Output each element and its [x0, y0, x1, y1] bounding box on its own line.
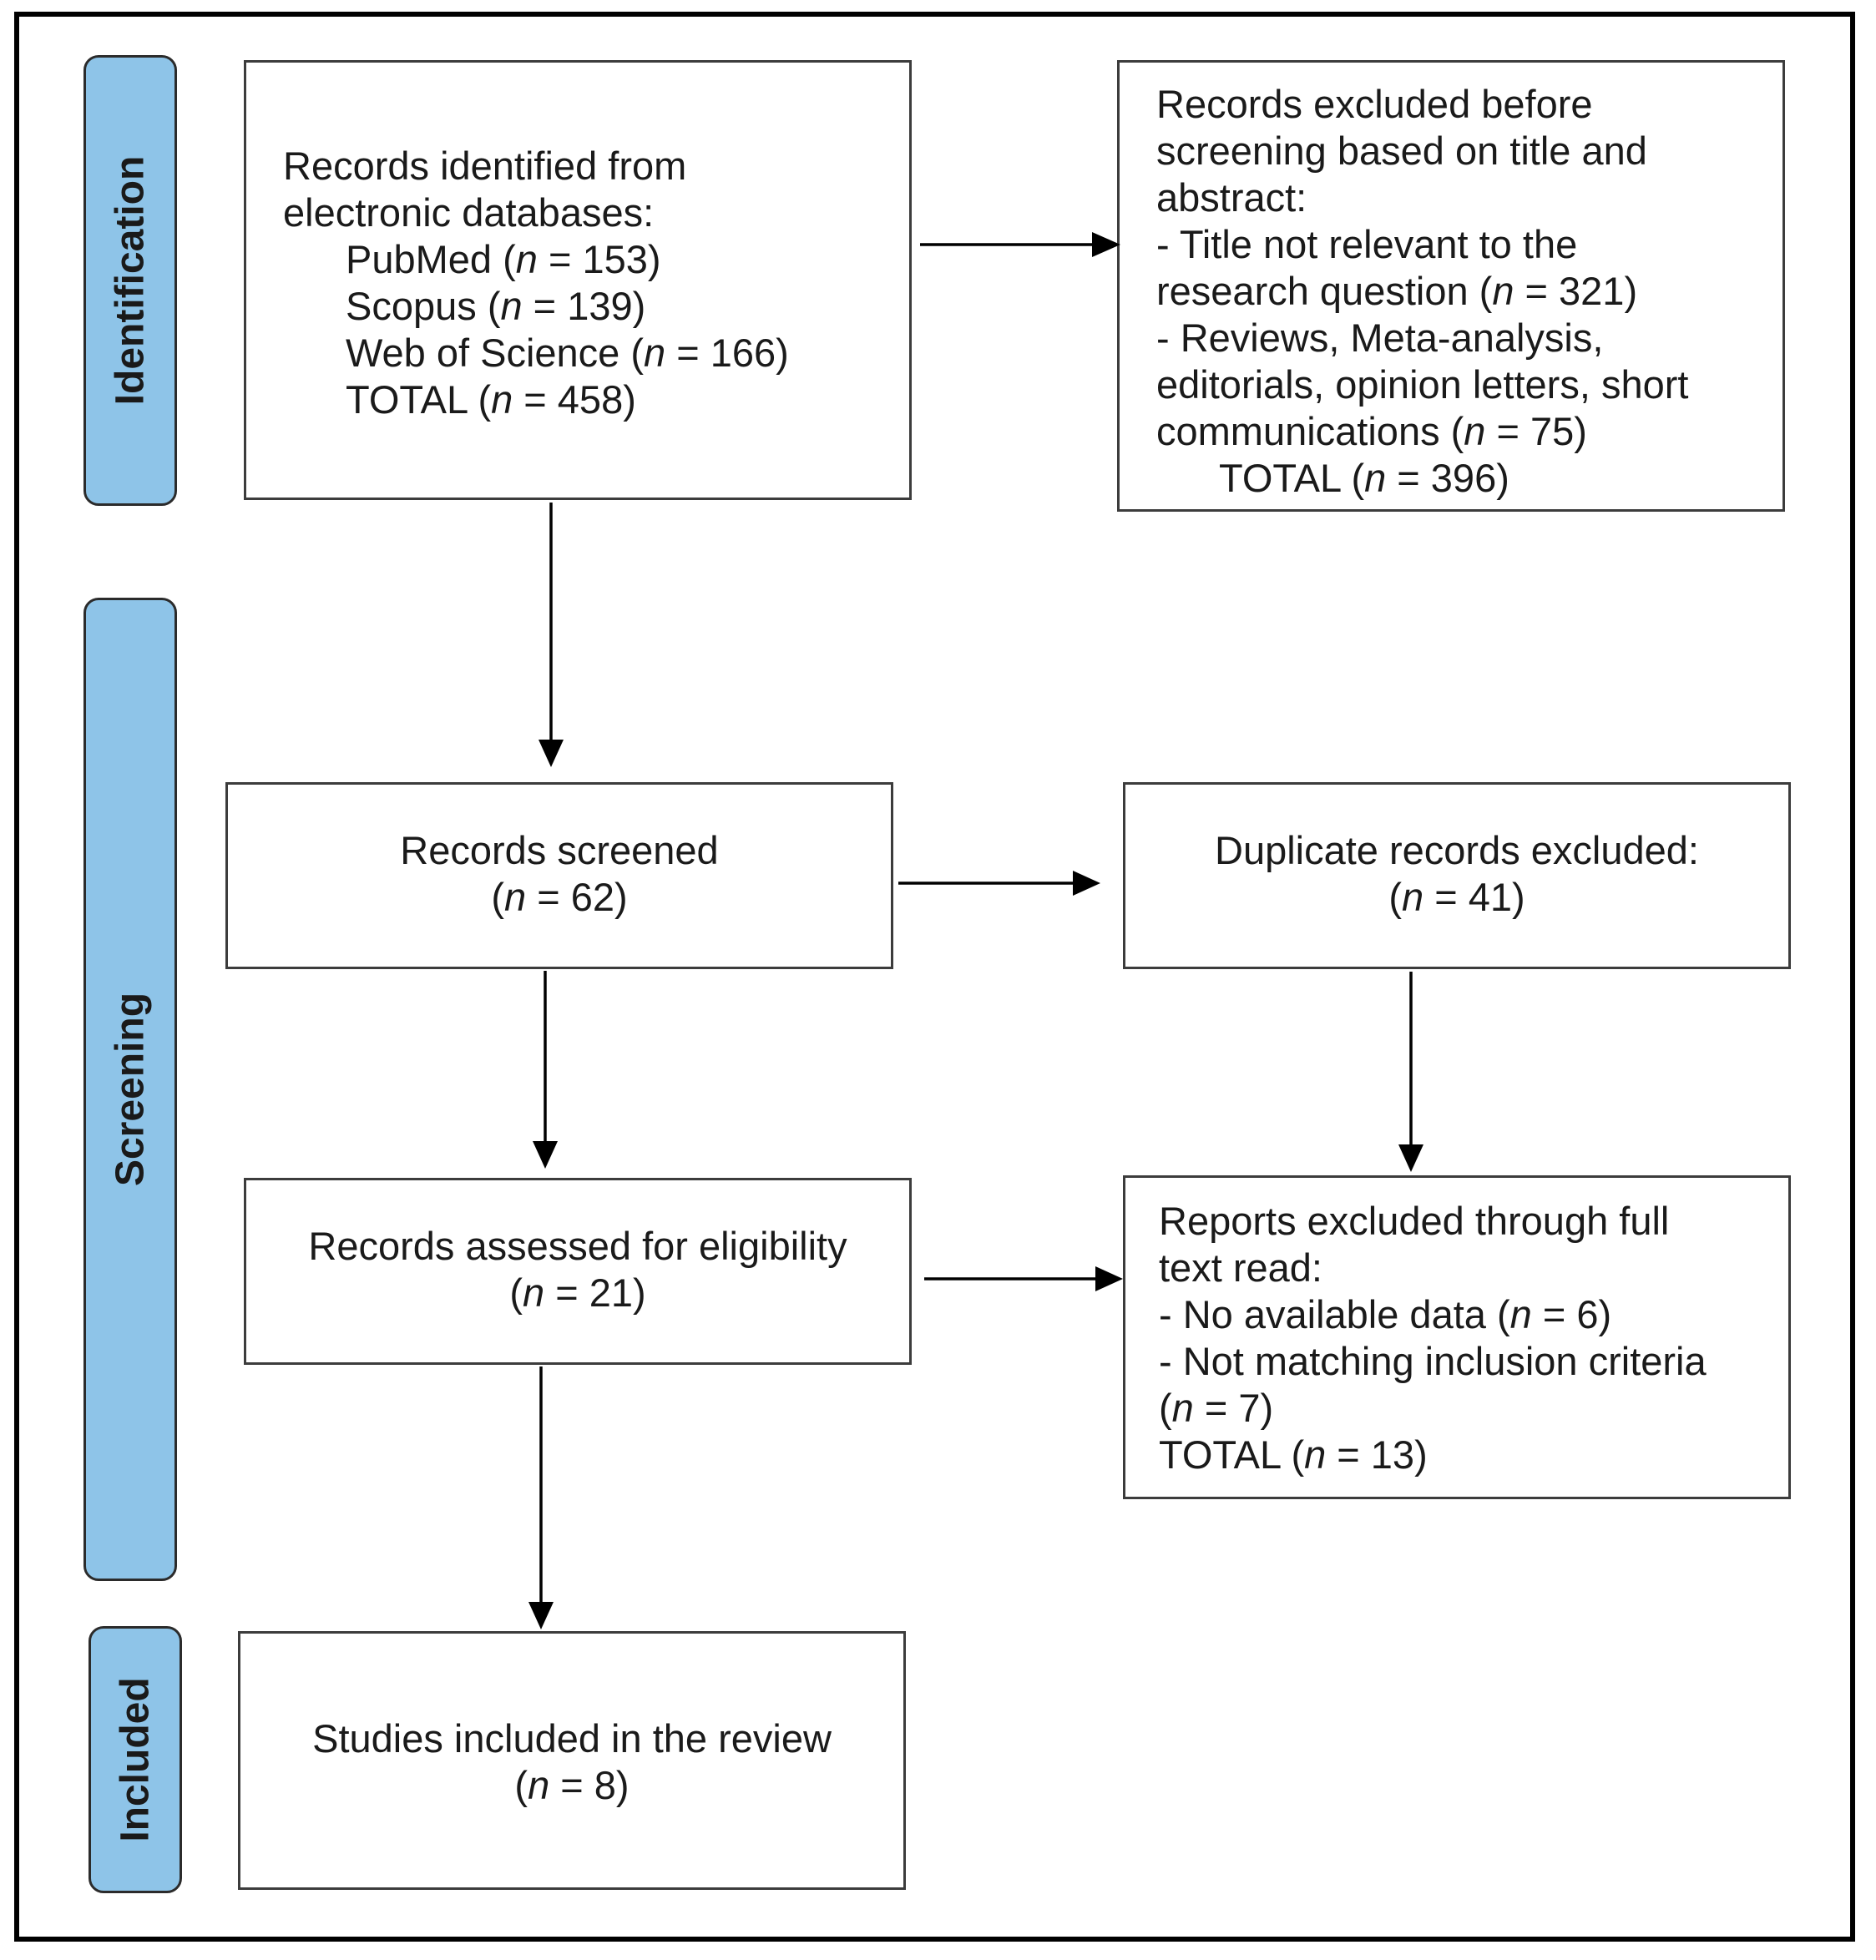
records-screened-box: Records screened (n = 62)	[225, 782, 893, 969]
included-count: (n = 8)	[514, 1763, 630, 1807]
duplicates-excluded-box: Duplicate records excluded: (n = 41)	[1123, 782, 1791, 969]
excluded-before-line-4: - Title not relevant to the	[1156, 222, 1578, 266]
figure-frame	[14, 12, 1855, 1942]
screened-label: Records screened	[400, 828, 719, 872]
included-label: Studies included in the review	[312, 1716, 832, 1760]
excluded-before-line-3: abstract:	[1156, 175, 1307, 220]
identified-heading-1: Records identified from	[283, 144, 687, 188]
excluded-before-screening-box: Records excluded before screening based …	[1117, 60, 1785, 512]
duplicates-label: Duplicate records excluded:	[1215, 828, 1699, 872]
source-web-of-science: Web of Science (n = 166)	[346, 331, 789, 375]
reports-excluded-line-5: (n = 7)	[1159, 1386, 1274, 1430]
records-identified-box: Records identified from electronic datab…	[244, 60, 912, 500]
excluded-before-line-1: Records excluded before	[1156, 82, 1593, 126]
duplicates-count: (n = 41)	[1388, 875, 1525, 919]
stage-screening: Screening	[83, 598, 177, 1581]
reports-excluded-total: TOTAL (n = 13)	[1159, 1432, 1428, 1477]
screened-count: (n = 62)	[491, 875, 628, 919]
reports-excluded-line-2: text read:	[1159, 1245, 1322, 1290]
eligibility-box: Records assessed for eligibility (n = 21…	[244, 1178, 912, 1365]
excluded-before-line-8: communications (n = 75)	[1156, 409, 1587, 453]
source-pubmed: PubMed (n = 153)	[346, 237, 661, 281]
identified-heading-2: electronic databases:	[283, 190, 655, 235]
reports-excluded-line-3: - No available data (n = 6)	[1159, 1292, 1612, 1336]
stage-included: Included	[88, 1626, 182, 1893]
reports-excluded-box: Reports excluded through full text read:…	[1123, 1175, 1791, 1499]
studies-included-box: Studies included in the review (n = 8)	[238, 1631, 906, 1890]
reports-excluded-line-4: - Not matching inclusion criteria	[1159, 1339, 1707, 1383]
eligibility-label: Records assessed for eligibility	[308, 1224, 847, 1268]
source-scopus: Scopus (n = 139)	[346, 284, 646, 328]
stage-identification-label: Identification	[108, 155, 153, 406]
reports-excluded-line-1: Reports excluded through full	[1159, 1199, 1670, 1243]
stage-included-label: Included	[113, 1677, 158, 1842]
excluded-before-total: TOTAL (n = 396)	[1219, 456, 1509, 500]
excluded-before-line-6: - Reviews, Meta-analysis,	[1156, 316, 1604, 360]
excluded-before-line-2: screening based on title and	[1156, 129, 1647, 173]
eligibility-count: (n = 21)	[509, 1270, 646, 1315]
stage-identification: Identification	[83, 55, 177, 506]
identified-total: TOTAL (n = 458)	[346, 377, 636, 422]
excluded-before-line-5: research question (n = 321)	[1156, 269, 1638, 313]
excluded-before-line-7: editorials, opinion letters, short	[1156, 362, 1689, 407]
stage-screening-label: Screening	[108, 992, 153, 1187]
